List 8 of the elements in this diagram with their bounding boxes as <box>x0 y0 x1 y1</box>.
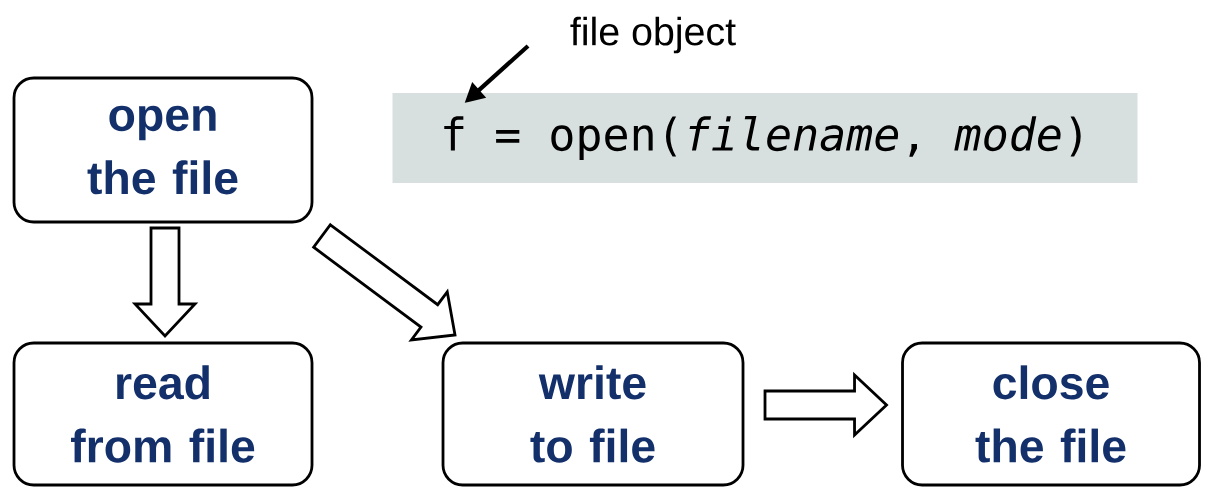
block-arrow <box>131 226 199 339</box>
process-box: read from file <box>12 341 314 487</box>
process-box: close the file <box>901 341 1201 487</box>
process-box: write to file <box>441 341 745 487</box>
annotation-text: file object <box>570 16 736 54</box>
block-arrow <box>763 371 889 439</box>
process-box: open the file <box>12 76 314 224</box>
code-box: f = open(filename, mode) <box>392 93 1138 183</box>
